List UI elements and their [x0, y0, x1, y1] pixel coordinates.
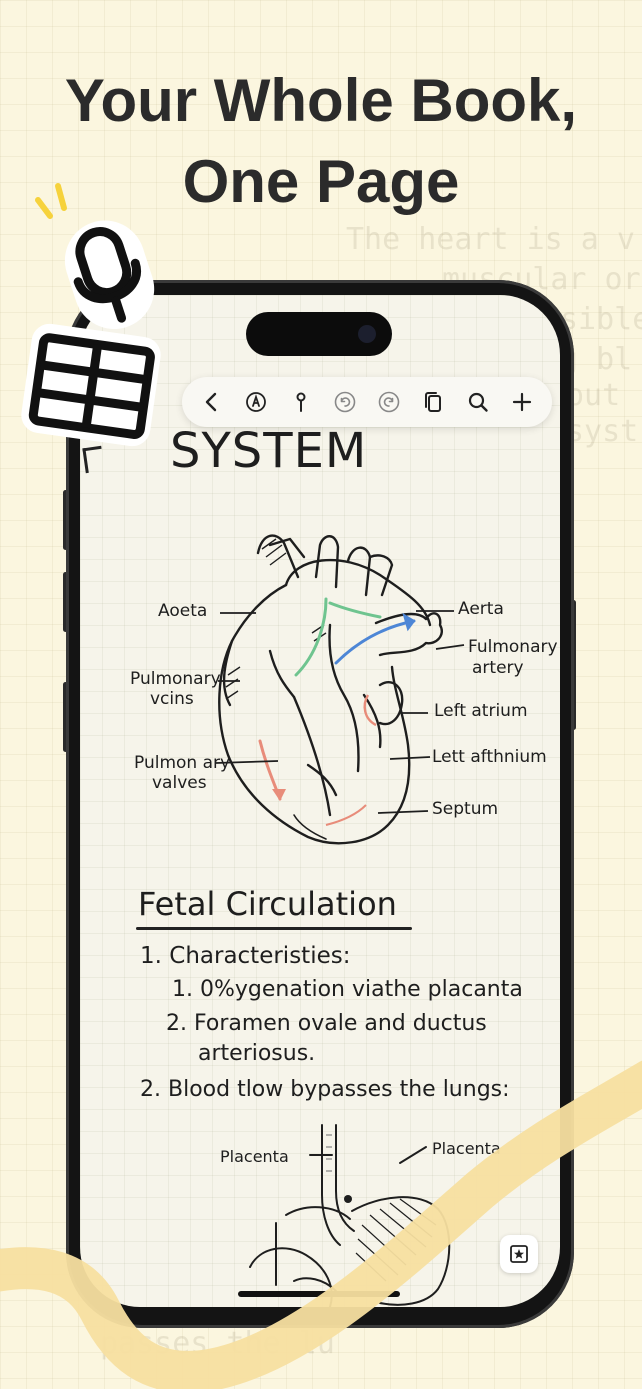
pen-icon[interactable]: [239, 385, 273, 419]
note-heading: SYSTEM: [170, 423, 368, 479]
undo-icon[interactable]: [328, 385, 362, 419]
dynamic-island: [246, 312, 392, 356]
front-camera: [358, 325, 376, 343]
phone-volume-up: [63, 490, 68, 550]
label-aoeta: Aoeta: [158, 601, 208, 621]
note-toolbar: [182, 377, 552, 427]
headline: Your Whole Book, One Page: [0, 60, 642, 222]
fetal-title-underline: [136, 927, 412, 930]
note-line-arteriosus: arteriosus.: [198, 1041, 316, 1066]
search-icon[interactable]: [461, 385, 495, 419]
background-note: syst: [566, 414, 639, 449]
label-placenta-right: Placenta: [432, 1139, 501, 1158]
label-fulmonary: Fulmonary: [468, 637, 558, 657]
phone-volume-down: [63, 572, 68, 632]
background-note: sible: [560, 302, 642, 337]
label-pulmonary-veins: Pulmonary: [130, 669, 221, 689]
note-line-foramen: 2. Foramen ovale and ductus: [166, 1011, 487, 1036]
pages-icon[interactable]: [416, 385, 450, 419]
back-icon[interactable]: [195, 385, 229, 419]
label-left-atrium: Left atrium: [434, 701, 528, 721]
table-grid-icon: [21, 323, 161, 447]
star-icon: [510, 1245, 528, 1263]
fetal-title: Fetal Circulation: [138, 885, 397, 923]
pin-icon[interactable]: [284, 385, 318, 419]
label-septum: Septum: [432, 799, 499, 819]
note-line-characteristics: 1. Characteristies:: [140, 943, 351, 969]
phone-action-button: [63, 682, 68, 752]
label-aerta: Aerta: [458, 599, 504, 619]
microphone-icon: [35, 183, 155, 330]
background-note: The heart is a v: [346, 222, 635, 257]
home-indicator: [238, 1291, 400, 1297]
add-icon[interactable]: [505, 385, 539, 419]
background-note: passes the lu: [100, 1326, 335, 1361]
headline-line-1: Your Whole Book,: [64, 67, 578, 134]
label-artery: artery: [472, 658, 524, 678]
background-note: out: [566, 378, 621, 413]
label-lett-afthnium: Lett afthnium: [432, 747, 547, 767]
label-placenta-left: Placenta: [220, 1147, 289, 1166]
note-line-oxygenation: 1. 0%ygenation viathe placanta: [172, 977, 523, 1002]
label-veins: vcins: [150, 689, 194, 709]
label-pulmonary-valves: Pulmon ary: [134, 753, 231, 773]
label-valves: valves: [152, 773, 207, 793]
headline-line-2: One Page: [182, 148, 460, 215]
redo-icon[interactable]: [372, 385, 406, 419]
note-line-blood-flow: 2. Blood tlow bypasses the lungs:: [140, 1077, 510, 1102]
favorite-button[interactable]: [500, 1235, 538, 1273]
